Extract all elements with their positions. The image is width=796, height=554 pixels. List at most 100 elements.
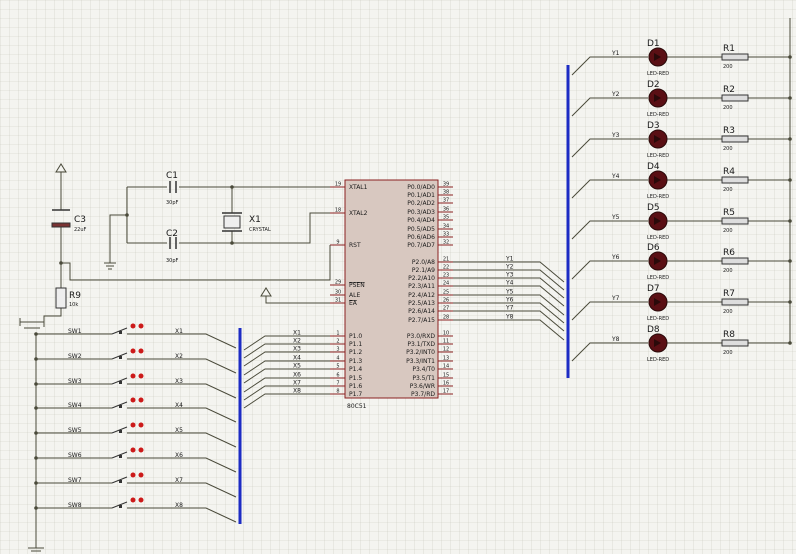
c3-value: 22uF [74, 227, 87, 233]
led-net-label: Y8 [611, 336, 620, 343]
mcu-pin-number: 29 [335, 280, 341, 286]
wire [571, 138, 648, 158]
port2-net-label: Y8 [505, 314, 514, 321]
mcu-pin-number: 14 [443, 364, 449, 370]
switch-contact [119, 480, 122, 483]
switch-ref: SW2 [68, 353, 82, 360]
led-net-label: Y6 [611, 254, 620, 261]
wire [127, 457, 237, 473]
mcu-pin-name: P1.6 [349, 383, 362, 390]
mcu-pin-name: P2.6/A14 [408, 308, 435, 315]
switch-button-dot [138, 447, 144, 453]
wire [453, 294, 565, 316]
wire [571, 260, 648, 280]
led-type-label: LED-RED [647, 71, 669, 77]
resistor-value: 200 [723, 268, 733, 274]
port2-net-label: Y6 [505, 297, 514, 304]
port1-net-label: X6 [293, 372, 301, 379]
led-type-label: LED-RED [647, 153, 669, 159]
led-ref: D1 [647, 39, 660, 49]
mcu-pin-number: 7 [336, 381, 339, 387]
mcu-pin-number: 36 [443, 207, 449, 213]
port1-net-label: X2 [293, 338, 301, 345]
switch-button-dot [130, 397, 136, 403]
wire [571, 97, 648, 117]
mcu-pin-number: 33 [443, 232, 449, 238]
led-net-label: Y1 [611, 50, 620, 57]
wire [453, 310, 565, 332]
r9-ref: R9 [69, 291, 81, 301]
wire [571, 342, 648, 362]
mcu-pin-name: P0.7/AD7 [407, 242, 435, 249]
wire [243, 393, 330, 409]
capacitor-c3 [51, 222, 71, 228]
mcu-pin-number: 16 [443, 381, 449, 387]
wire [265, 296, 330, 304]
switch-net-label: X1 [175, 328, 183, 335]
led-ref: D2 [647, 80, 660, 90]
mcu-pin-name: P0.0/AD0 [407, 184, 435, 191]
port2-net-label: Y7 [505, 305, 514, 312]
mcu-pin-number: 15 [443, 373, 449, 379]
x1-value: CRYSTAL [249, 227, 271, 233]
mcu-body [344, 179, 439, 399]
mcu-pin-name: P0.6/AD6 [407, 234, 435, 241]
r9-value: 10k [69, 302, 78, 308]
resistor-ref: R7 [723, 289, 735, 299]
mcu-pin-name: P3.6/WR [410, 383, 435, 390]
resistor-ref: R4 [723, 167, 735, 177]
resistor-ref: R6 [723, 248, 735, 258]
switch-contact [119, 381, 122, 384]
mcu-pin-number: 26 [443, 298, 449, 304]
mcu-pin-number: 22 [443, 265, 449, 271]
mcu-pin-number: 27 [443, 306, 449, 312]
wire [571, 301, 648, 321]
wire [571, 220, 648, 240]
wire [453, 319, 565, 341]
vcc-arrow [55, 163, 67, 173]
wire [453, 269, 565, 291]
mcu-pin-number: 5 [336, 364, 339, 370]
mcu-pin-name: RST [349, 242, 361, 249]
led-resistor [721, 217, 749, 225]
mcu-pin-name: XTAL1 [349, 184, 368, 191]
wire [179, 212, 330, 244]
mcu-pin-number: 24 [443, 281, 449, 287]
led-diode-mark [654, 135, 661, 143]
mcu-pin-number: 18 [335, 208, 341, 214]
led-type-label: LED-RED [647, 112, 669, 118]
mcu-pin-number: 11 [443, 339, 449, 345]
port1-net-label: X3 [293, 346, 301, 353]
mcu-pin-name: P1.4 [349, 366, 362, 373]
led-net-label: Y2 [611, 91, 620, 98]
mcu-pin-number: 34 [443, 224, 449, 230]
junction [788, 341, 792, 345]
switch-contact [119, 405, 122, 408]
junction [788, 259, 792, 263]
mcu-pin-number: 35 [443, 215, 449, 221]
led-type-label: LED-RED [647, 194, 669, 200]
led-resistor [721, 135, 749, 143]
mcu-pin-name: ALE [349, 292, 360, 299]
resistor-r9 [55, 287, 67, 309]
mcu-pin-number: 19 [335, 182, 341, 188]
led-diode-mark [654, 176, 661, 184]
mcu-pin-name: P3.2/INT0 [406, 349, 435, 356]
junction [788, 178, 792, 182]
wire [243, 351, 330, 367]
mcu-pin-name: P1.0 [349, 333, 362, 340]
switch-ref: SW8 [68, 502, 82, 509]
led-diode-mark [654, 257, 661, 265]
led-diode-mark [654, 298, 661, 306]
led-diode-mark [654, 339, 661, 347]
led-resistor [721, 94, 749, 102]
wire [127, 333, 237, 349]
c1-value: 30pF [166, 200, 179, 206]
led-type-label: LED-RED [647, 316, 669, 322]
wire [127, 358, 237, 374]
resistor-ref: R8 [723, 330, 735, 340]
wire [127, 407, 237, 423]
mcu-pin-name: P3.1/TXD [407, 341, 435, 348]
